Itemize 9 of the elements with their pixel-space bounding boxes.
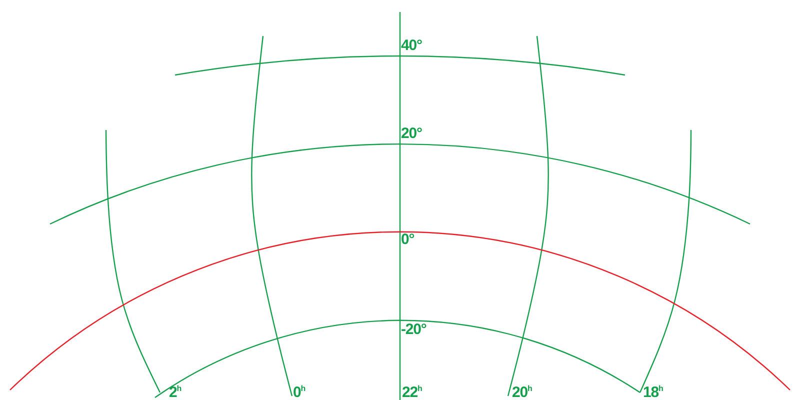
- right-ascension-label: 2$^{h}$: [169, 385, 182, 400]
- declination-label: 0°: [401, 232, 414, 247]
- right-ascension-label: 0$^{h}$: [293, 385, 306, 400]
- right-ascension-label: 22$^{h}$: [402, 385, 422, 400]
- declination-label: 40°: [401, 38, 422, 53]
- declination-label: -20°: [401, 322, 426, 337]
- right-ascension-label: 18$^{h}$: [643, 385, 663, 400]
- right-ascension-label: 20$^{h}$: [512, 385, 532, 400]
- declination-label: 20°: [401, 126, 422, 141]
